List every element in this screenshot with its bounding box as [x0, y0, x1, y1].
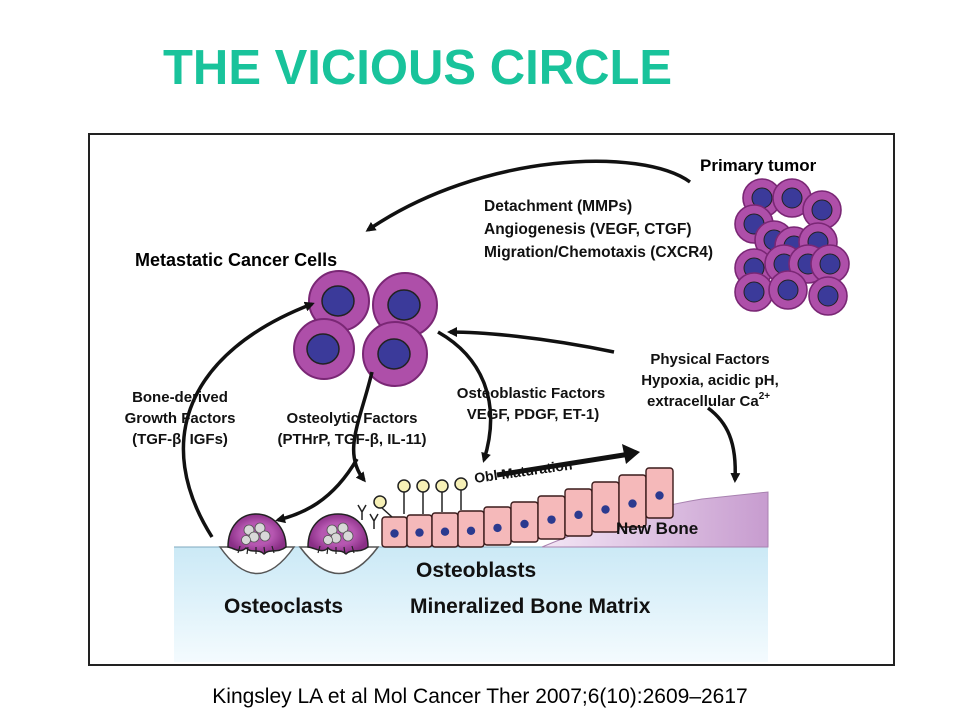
osteoblast-nucleus — [415, 528, 424, 537]
diagram-canvas: Primary tumor Detachment (MMPs) Angiogen… — [125, 156, 850, 662]
label-ca-superscript: 2+ — [759, 391, 771, 402]
label-osteoclasts: Osteoclasts — [224, 595, 343, 618]
label-osteoblasts: Osteoblasts — [416, 559, 536, 582]
primary-tumor-cells — [734, 178, 850, 316]
lollipop-receptors — [373, 477, 468, 518]
metastatic-cancer-cells — [293, 270, 438, 387]
label-physical-1: Physical Factors — [650, 351, 769, 368]
label-new-bone: New Bone — [616, 519, 698, 538]
osteoblast-nucleus — [655, 491, 664, 500]
label-physical-3: extracellular Ca2+ — [647, 391, 770, 410]
obl-maturation-arrow — [496, 451, 631, 478]
label-bone-derived-3: (TGF-β, IGFs) — [132, 431, 228, 448]
osteoblast-layer — [381, 467, 674, 548]
osteoblast-nucleus — [628, 499, 637, 508]
label-metastatic-cells: Metastatic Cancer Cells — [135, 250, 337, 270]
label-detachment-1: Detachment (MMPs) — [484, 198, 632, 215]
label-physical-2: Hypoxia, acidic pH, — [641, 372, 779, 389]
slide-title: THE VICIOUS CIRCLE — [163, 41, 673, 95]
label-osteolytic-1: Osteolytic Factors — [287, 410, 418, 427]
label-mineralized-bone-matrix: Mineralized Bone Matrix — [410, 595, 651, 618]
label-bone-derived-2: Growth Factors — [125, 410, 236, 427]
label-extracellular: extracellular Ca — [647, 393, 759, 410]
label-obl-maturation: Obl Maturation — [473, 456, 573, 486]
osteoclast-right — [307, 513, 369, 556]
osteoblast-nucleus — [440, 527, 450, 536]
arrows — [181, 159, 741, 538]
osteoblast-nucleus — [520, 519, 529, 529]
tumor-cell-nucleus — [817, 285, 839, 307]
osteoblast-nucleus — [547, 515, 556, 524]
label-osteolytic-2: (PTHrP, TGF-β, IL-11) — [278, 431, 427, 448]
osteoblast-nucleus — [390, 529, 399, 538]
citation: Kingsley LA et al Mol Cancer Ther 2007;6… — [212, 685, 748, 708]
tumor-cell-nucleus — [777, 279, 799, 301]
label-detachment-2: Angiogenesis (VEGF, CTGF) — [484, 221, 692, 238]
tumor-cell-nucleus — [781, 187, 803, 209]
label-osteoblastic-1: Osteoblastic Factors — [457, 385, 605, 402]
vicious-circle-diagram: Primary tumor Detachment (MMPs) Angiogen… — [88, 133, 895, 666]
osteoclast-left — [227, 513, 287, 556]
tumor-cell-nucleus — [819, 253, 841, 275]
osteoblast-nucleus — [466, 526, 476, 535]
osteoblast-nucleus — [493, 523, 502, 533]
tumor-cell-nucleus — [743, 281, 765, 303]
osteoblast-nucleus — [601, 505, 610, 514]
label-osteoblastic-2: VEGF, PDGF, ET-1) — [467, 406, 600, 423]
label-bone-derived-1: Bone-derived — [132, 389, 228, 406]
receptor-icons — [357, 504, 379, 529]
tumor-cell-nucleus — [811, 199, 833, 221]
osteoblast-nucleus — [574, 510, 583, 520]
label-primary-tumor: Primary tumor — [700, 156, 817, 175]
label-detachment-3: Migration/Chemotaxis (CXCR4) — [484, 244, 713, 261]
